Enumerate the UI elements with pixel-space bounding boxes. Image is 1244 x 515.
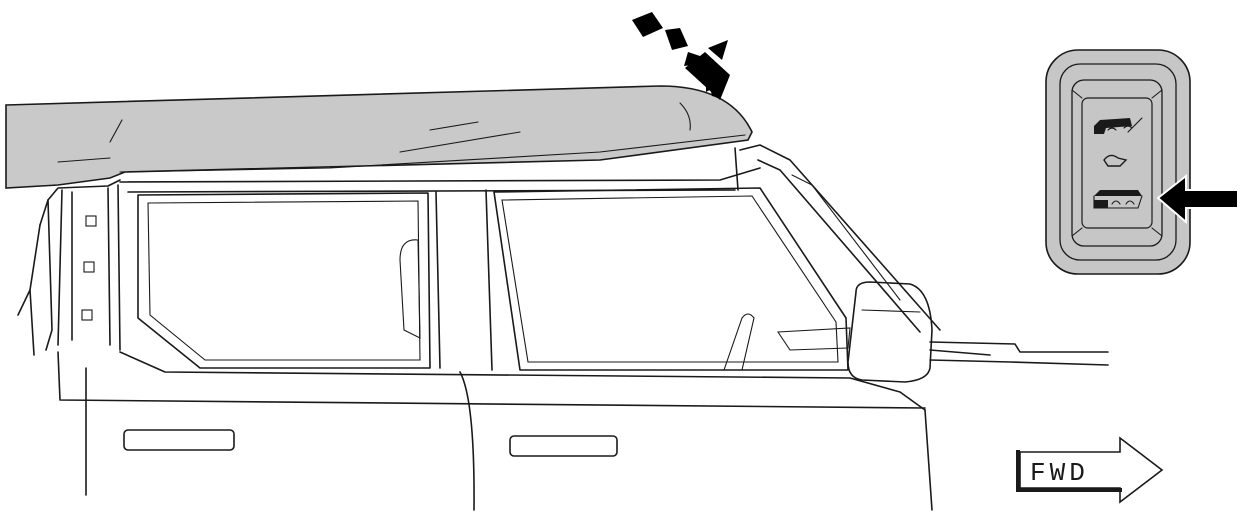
roof-control-switch (1046, 50, 1190, 274)
fwd-direction-indicator: FWD (1018, 438, 1162, 502)
vehicle-side-view (18, 145, 1108, 510)
fwd-label: FWD (1030, 458, 1089, 488)
soft-top-roof (6, 86, 752, 188)
